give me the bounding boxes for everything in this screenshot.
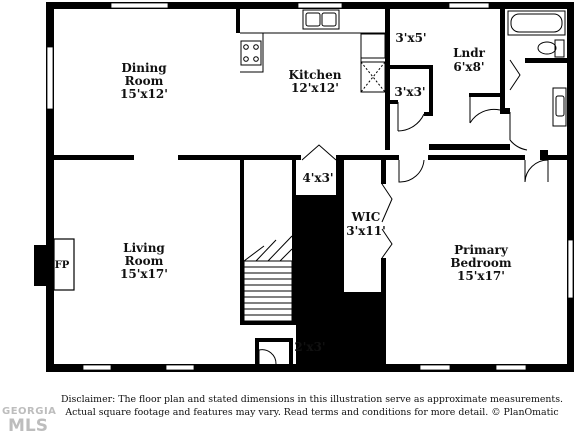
closet-b-dim: 3'x3' xyxy=(394,85,425,99)
toilet-tank xyxy=(554,39,565,58)
windows xyxy=(46,2,574,371)
disclaimer-line-1: Disclaimer: The floor plan and stated di… xyxy=(61,394,563,405)
vanity xyxy=(552,87,567,127)
kitchen-dim: 12'x12' xyxy=(291,81,339,95)
laundry-name: Lndr xyxy=(453,46,486,60)
kitchen-sink xyxy=(302,9,340,30)
doors xyxy=(258,59,549,365)
kitchen-name: Kitchen xyxy=(289,68,342,82)
bathtub xyxy=(507,10,566,36)
primary-bedroom-dim: 15'x17' xyxy=(457,269,505,283)
laundry-dim: 6'x8' xyxy=(453,60,484,74)
bath-fixtures xyxy=(507,10,567,127)
stairs xyxy=(243,235,293,322)
primary-bedroom-name: Primary xyxy=(454,243,509,257)
walls xyxy=(34,2,574,372)
dishwasher xyxy=(360,33,386,59)
living-room-dim: 15'x17' xyxy=(120,267,168,281)
closet-d-dim: 2'x3' xyxy=(294,340,325,354)
fireplace-label: FP xyxy=(55,260,70,271)
fireplace-hearth xyxy=(53,238,75,291)
wic-dim: 3'x11' xyxy=(346,224,386,238)
watermark-line-1: GEORGIA xyxy=(2,406,56,417)
closet-a-dim: 3'x5' xyxy=(395,31,426,45)
toilet-bowl xyxy=(537,41,557,55)
dining-room-dim: 15'x12' xyxy=(120,87,168,101)
primary-bedroom-name-2: Bedroom xyxy=(450,256,511,270)
georgia-mls-watermark: GEORGIA MLS xyxy=(2,406,56,432)
wic-name: WIC xyxy=(351,210,381,224)
disclaimer-line-2: Actual square footage and features may v… xyxy=(64,407,558,418)
dining-room-name-2: Room xyxy=(125,74,164,88)
dining-room-name: Dining xyxy=(121,61,167,75)
watermark-line-2: MLS xyxy=(8,416,48,432)
living-room-name-2: Room xyxy=(125,254,164,268)
stove xyxy=(240,40,262,66)
living-room-name: Living xyxy=(123,241,165,255)
closet-c-dim: 4'x3' xyxy=(302,171,333,185)
kitchen-fixtures xyxy=(240,9,386,93)
pantry-cabinet xyxy=(360,61,386,93)
